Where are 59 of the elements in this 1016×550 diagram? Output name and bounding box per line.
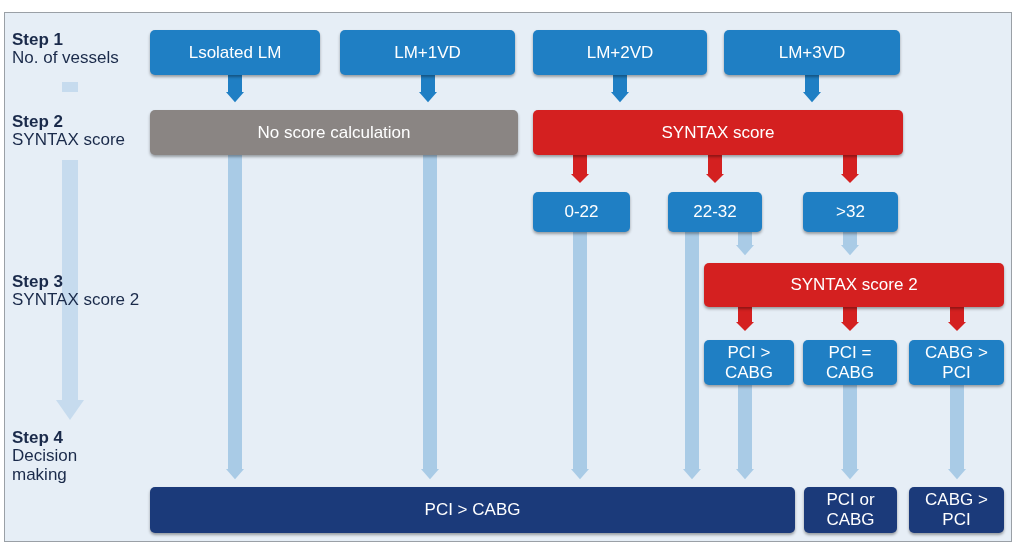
step-description: SYNTAX score xyxy=(12,130,127,149)
vessel-box xyxy=(724,30,900,75)
step-heading: Step 4 xyxy=(12,428,65,447)
vessel-box xyxy=(150,30,320,75)
arrow xyxy=(841,385,859,480)
box-label: PCI > CABG xyxy=(424,500,521,520)
decision-box xyxy=(150,487,795,533)
arrow xyxy=(571,232,589,480)
box-label: >32 xyxy=(836,202,865,222)
step-description: SYNTAX score 2 xyxy=(12,290,141,309)
step-heading: Step 1 xyxy=(12,30,65,49)
box-label: SYNTAX score 2 xyxy=(790,275,918,295)
vessel-box xyxy=(340,30,515,75)
step-heading: Step 2 xyxy=(12,112,65,131)
box-label: LM+1VD xyxy=(394,42,461,63)
score-range-box xyxy=(533,192,630,232)
arrow xyxy=(611,75,629,103)
box-label: Lsolated LM xyxy=(188,42,282,63)
box-label: PCI or CABG xyxy=(825,490,876,530)
score-range-box xyxy=(803,192,898,232)
arrow xyxy=(736,385,754,480)
step-description: Decision making xyxy=(12,446,79,484)
arrow xyxy=(226,155,244,480)
box-label: CABG > PCI xyxy=(924,490,989,530)
decision-box xyxy=(909,487,1004,533)
decision-box xyxy=(804,487,897,533)
score-box xyxy=(704,263,1004,307)
box-label: 0-22 xyxy=(564,202,599,222)
score-box xyxy=(533,110,903,155)
arrow xyxy=(226,75,244,103)
arrow xyxy=(841,232,859,256)
result-box xyxy=(803,340,897,385)
arrow xyxy=(841,307,859,331)
arrow xyxy=(571,155,589,183)
box-label: CABG > PCI xyxy=(924,342,989,383)
arrow xyxy=(706,155,724,183)
box-label: 22-32 xyxy=(693,202,737,222)
arrow xyxy=(948,385,966,480)
arrow xyxy=(419,75,437,103)
arrow xyxy=(803,75,821,103)
box-label: LM+2VD xyxy=(586,42,654,63)
step-description: No. of vessels xyxy=(12,48,120,67)
vessel-box xyxy=(533,30,707,75)
box-label: SYNTAX score xyxy=(661,122,775,143)
box-label: PCI > CABG xyxy=(723,342,775,383)
arrow xyxy=(421,155,439,480)
result-box xyxy=(909,340,1004,385)
result-box xyxy=(704,340,794,385)
arrow xyxy=(736,232,754,256)
score-range-box xyxy=(668,192,762,232)
arrow xyxy=(683,232,701,480)
box-label: PCI = CABG xyxy=(824,342,876,383)
arrow xyxy=(841,155,859,183)
no-score-box xyxy=(150,110,518,155)
step-heading: Step 3 xyxy=(12,272,65,291)
box-label: LM+3VD xyxy=(778,42,846,63)
box-label: No score calculation xyxy=(257,122,411,143)
arrow xyxy=(736,307,754,331)
arrow xyxy=(948,307,966,331)
